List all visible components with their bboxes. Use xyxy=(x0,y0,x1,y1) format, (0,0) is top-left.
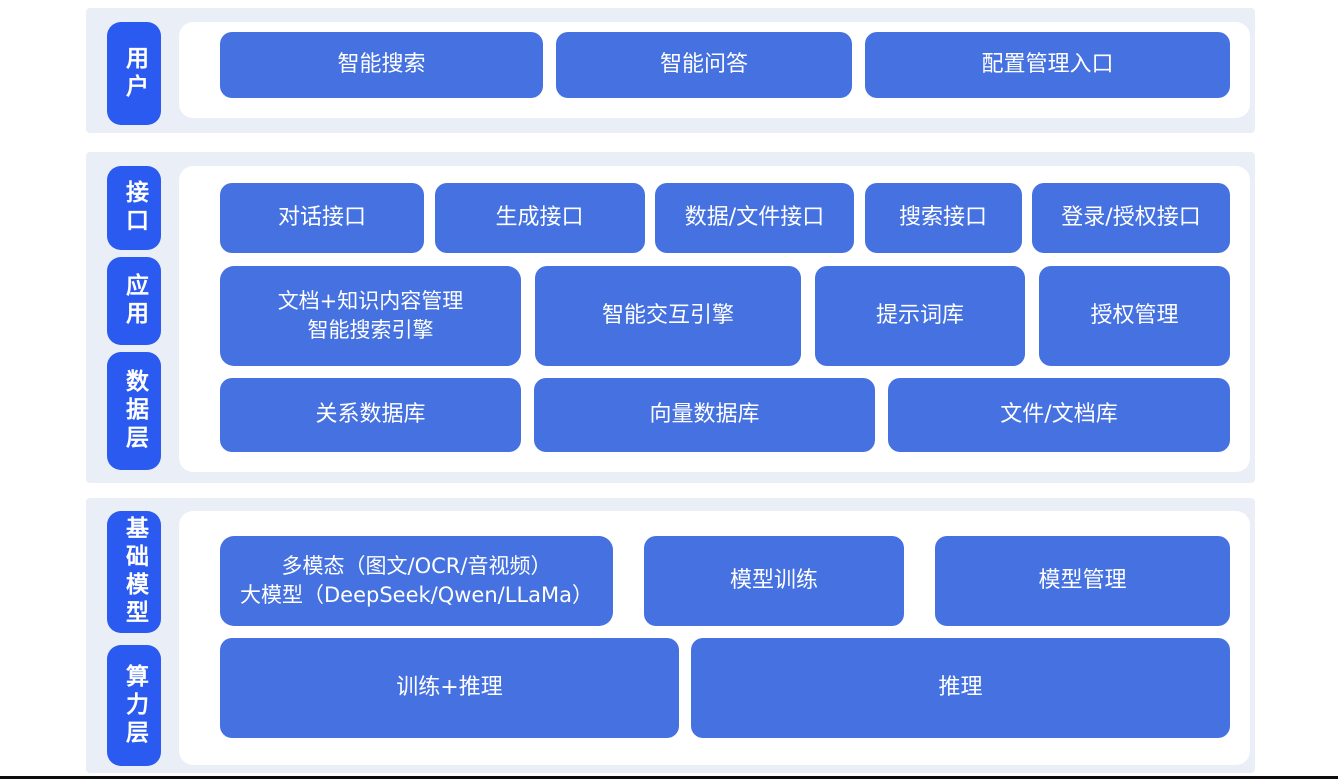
layer-label-user: 用户 xyxy=(107,22,161,125)
compute-row: 训练+推理 推理 xyxy=(220,638,1230,738)
box-dialog-api: 对话接口 xyxy=(220,183,424,253)
box-generation-api: 生成接口 xyxy=(434,183,645,253)
box-smart-search: 智能搜索 xyxy=(220,32,543,98)
layer-label-interface: 接口 xyxy=(107,166,161,250)
box-prompt-library: 提示词库 xyxy=(815,266,1025,366)
box-file-doc-store: 文件/文档库 xyxy=(888,378,1230,452)
model-row: 多模态（图文/OCR/音视频） 大模型（DeepSeek/Qwen/LLaMa）… xyxy=(220,536,1230,626)
data-row: 关系数据库 向量数据库 文件/文档库 xyxy=(220,378,1230,452)
layer-label-compute: 算力层 xyxy=(107,645,161,766)
bottom-border-line xyxy=(0,776,1338,779)
layer-band-user: 用户 智能搜索 智能问答 配置管理入口 xyxy=(86,8,1255,133)
box-smart-qa: 智能问答 xyxy=(556,32,852,98)
box-doc-knowledge-search-engine: 文档+知识内容管理 智能搜索引擎 xyxy=(220,266,521,366)
interface-row: 对话接口 生成接口 数据/文件接口 搜索接口 登录/授权接口 xyxy=(220,183,1230,253)
panel-middle: 对话接口 生成接口 数据/文件接口 搜索接口 登录/授权接口 文档+知识内容管理… xyxy=(179,166,1250,472)
panel-bottom: 多模态（图文/OCR/音视频） 大模型（DeepSeek/Qwen/LLaMa）… xyxy=(179,511,1250,765)
box-model-training: 模型训练 xyxy=(644,536,904,626)
box-login-auth-api: 登录/授权接口 xyxy=(1032,183,1230,253)
box-auth-management: 授权管理 xyxy=(1039,266,1230,366)
box-multimodal-llm: 多模态（图文/OCR/音视频） 大模型（DeepSeek/Qwen/LLaMa） xyxy=(220,536,613,626)
layer-label-data: 数据层 xyxy=(107,352,161,470)
box-relational-db: 关系数据库 xyxy=(220,378,521,452)
box-config-entry: 配置管理入口 xyxy=(865,32,1230,98)
layer-label-application: 应用 xyxy=(107,257,161,345)
layer-band-bottom: 基础模型 算力层 多模态（图文/OCR/音视频） 大模型（DeepSeek/Qw… xyxy=(86,498,1255,773)
box-interaction-engine: 智能交互引擎 xyxy=(535,266,801,366)
layer-label-foundation-model: 基础模型 xyxy=(107,511,161,633)
application-row: 文档+知识内容管理 智能搜索引擎 智能交互引擎 提示词库 授权管理 xyxy=(220,266,1230,366)
box-search-api: 搜索接口 xyxy=(864,183,1022,253)
panel-user: 智能搜索 智能问答 配置管理入口 xyxy=(179,22,1250,118)
box-vector-db: 向量数据库 xyxy=(534,378,875,452)
box-training-inference: 训练+推理 xyxy=(220,638,679,738)
user-row: 智能搜索 智能问答 配置管理入口 xyxy=(220,32,1230,98)
layer-band-middle: 接口 应用 数据层 对话接口 生成接口 数据/文件接口 搜索接口 登录/授权接口… xyxy=(86,152,1255,483)
box-model-management: 模型管理 xyxy=(935,536,1230,626)
box-data-file-api: 数据/文件接口 xyxy=(655,183,854,253)
box-inference: 推理 xyxy=(691,638,1230,738)
